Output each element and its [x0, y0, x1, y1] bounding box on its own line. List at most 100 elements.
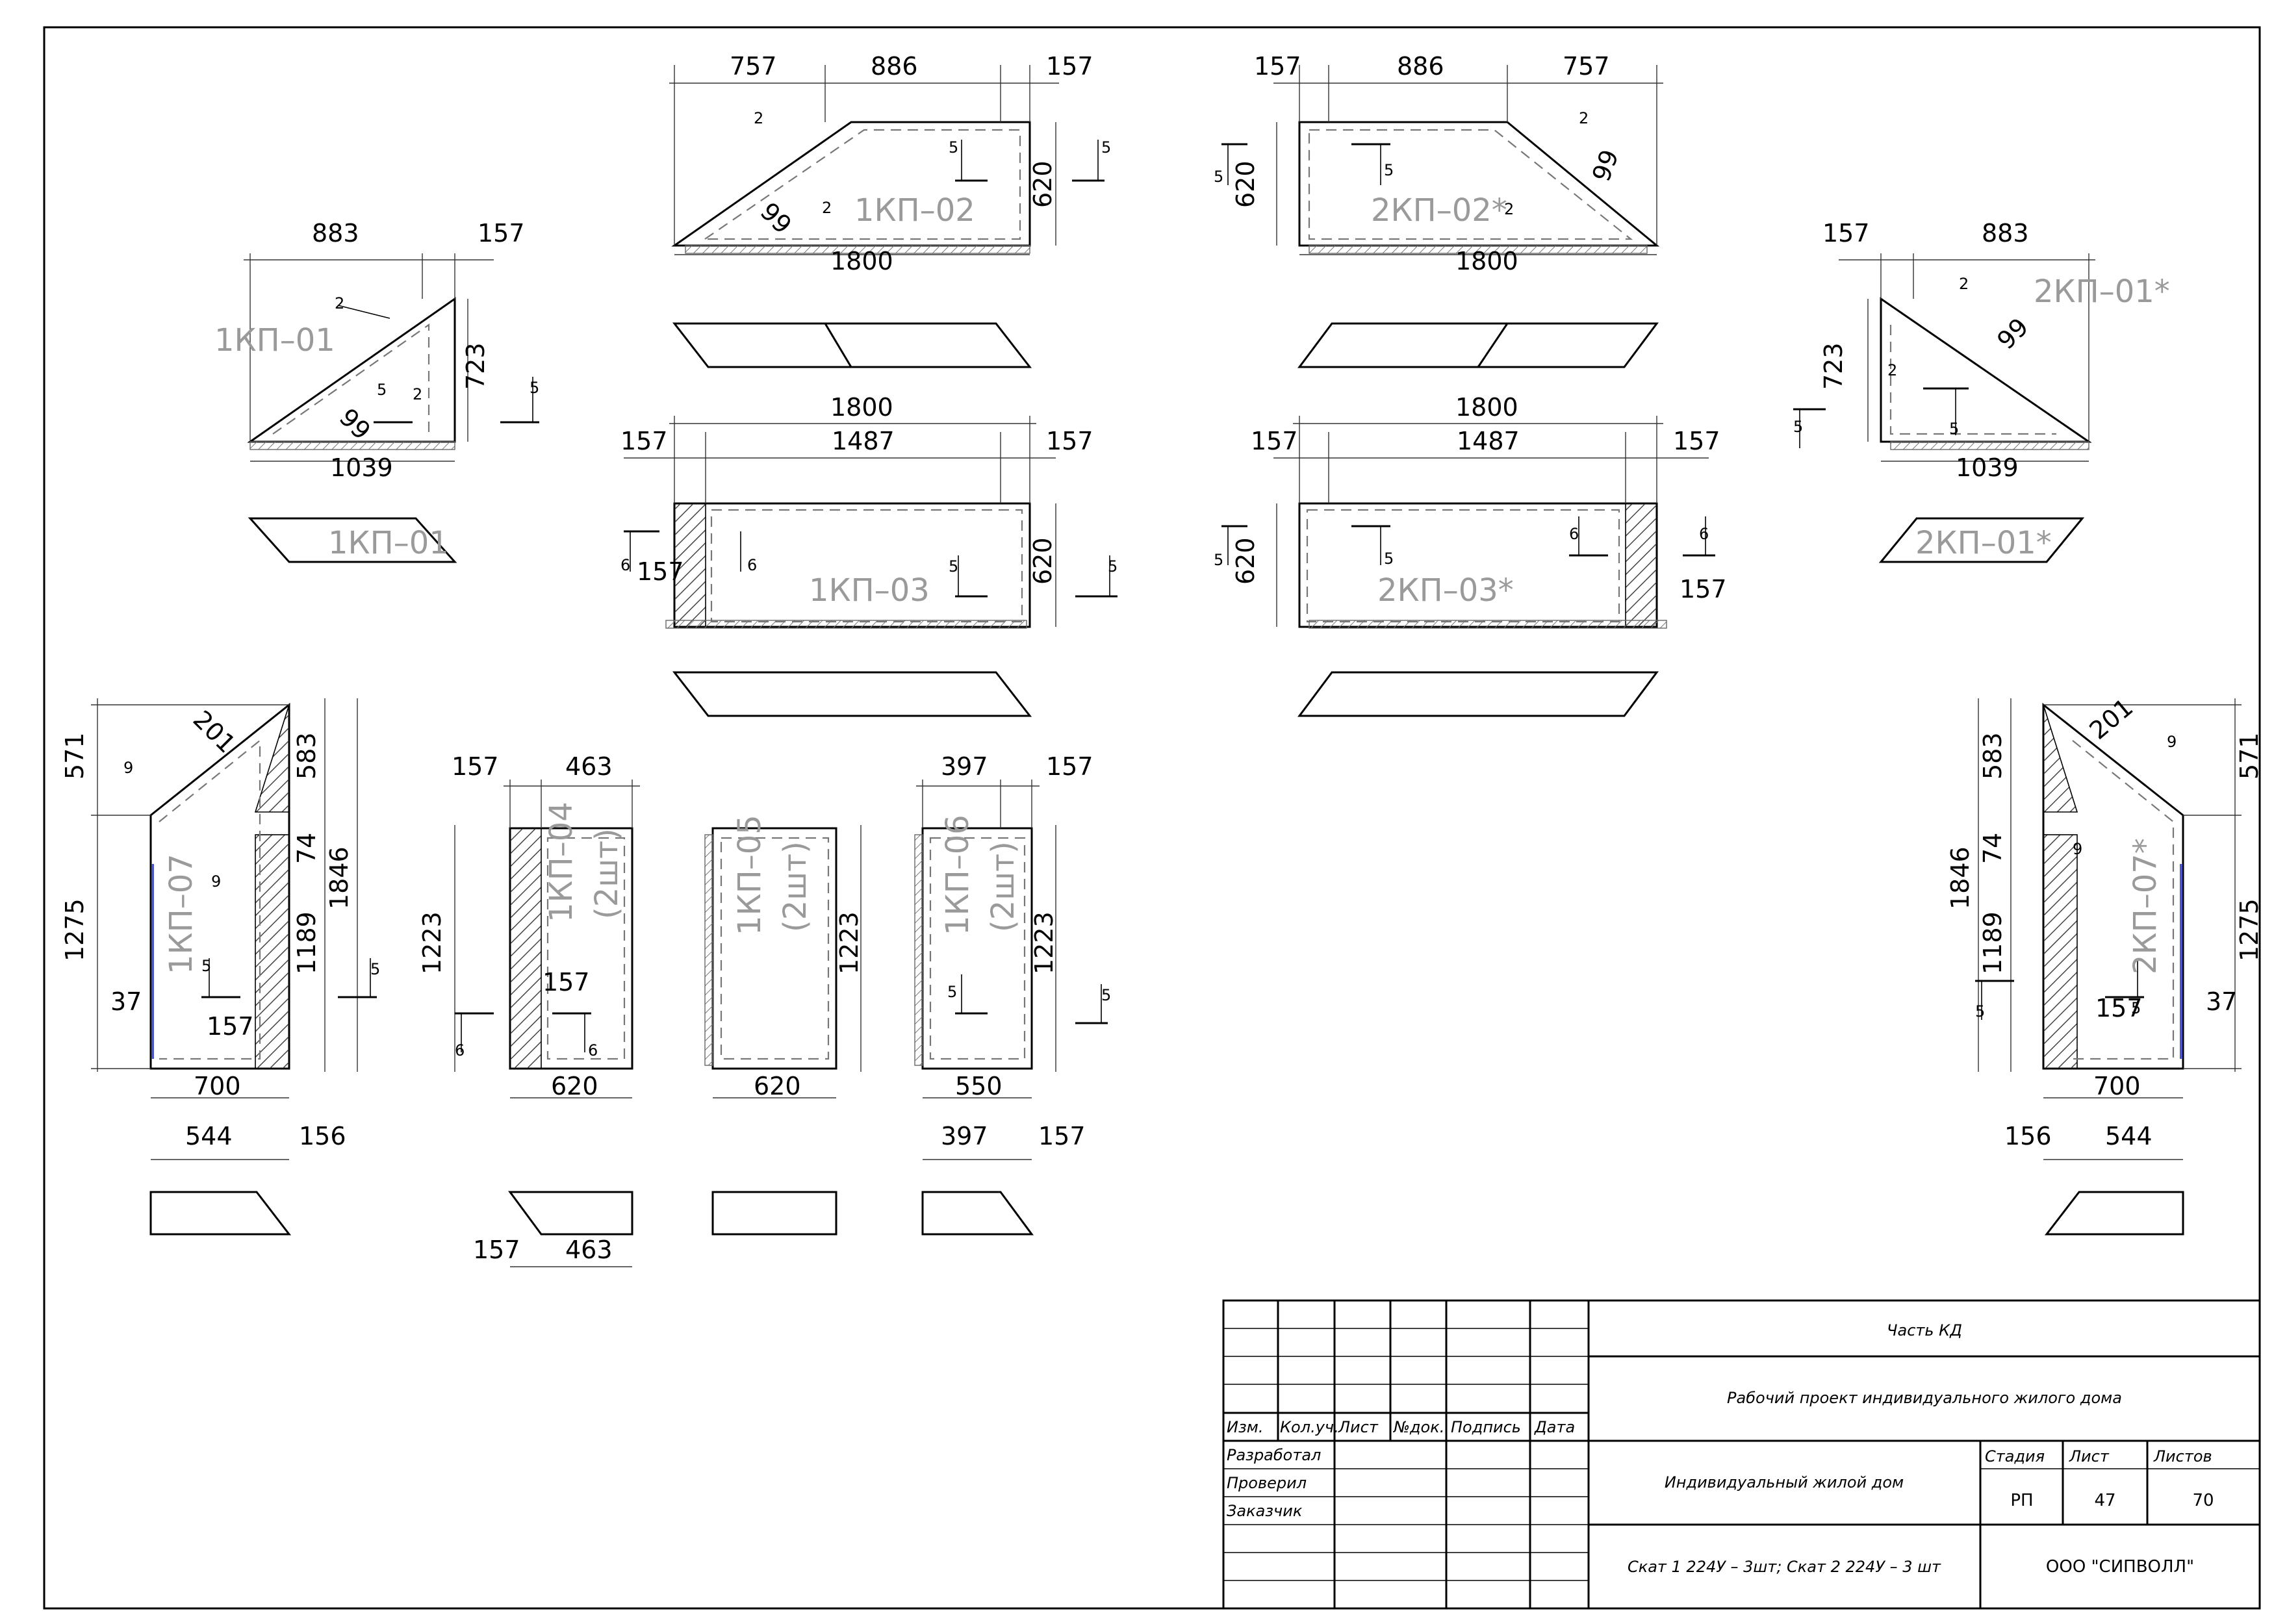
dim-757-b: 757 [730, 52, 777, 81]
dim-886-b: 886 [871, 52, 918, 81]
sec-6-i2: 6 [588, 1041, 598, 1059]
sec-5-b2: 5 [1101, 138, 1111, 157]
dim-74-g: 74 [292, 833, 321, 864]
dim-157-a: 157 [478, 219, 525, 247]
sec-6-e2: 6 [747, 556, 757, 574]
blank-1kp-05 [711, 1191, 837, 1236]
tb-object: Индивидуальный жилой дом [1665, 1473, 1904, 1491]
dim-156-h: 156 [299, 1122, 346, 1150]
dim-571-n: 571 [2235, 732, 2264, 780]
sec-2-c: 2 [1579, 109, 1589, 127]
dim-723-d: 723 [1819, 342, 1848, 390]
blank-2kp-02 [1297, 322, 1659, 368]
sec-2-a2: 2 [413, 385, 422, 403]
tb-project: Рабочий проект индивидуального жилого до… [1727, 1389, 2122, 1407]
dim-1039-a: 1039 [330, 453, 393, 482]
dim-1189-n: 1189 [1978, 911, 2007, 974]
dim-157-n: 157 [2095, 994, 2143, 1022]
dim-883-a: 883 [312, 219, 359, 247]
sec-9-n: 9 [2167, 733, 2177, 751]
sec-5-g: 5 [201, 957, 211, 975]
dim-583-g: 583 [292, 732, 321, 780]
dim-157-i: 157 [452, 752, 499, 781]
blank-1kp-03 [672, 671, 1032, 717]
dim-157-f3: 157 [1680, 575, 1727, 603]
sec-6-f: 6 [1569, 525, 1579, 543]
label-1kp-05: 1КП–05 [732, 815, 768, 935]
label-1kp-06-qty: (2шт) [985, 841, 1021, 932]
sec-5-c: 5 [1384, 161, 1394, 179]
sec-5-g2: 5 [370, 960, 380, 978]
tb-stage: РП [2010, 1491, 2033, 1510]
tb-proveril: Проверил [1227, 1474, 1307, 1492]
sec-2-d2: 2 [1887, 361, 1897, 379]
sec-5-e: 5 [949, 557, 958, 576]
tb-list: 47 [2094, 1491, 2115, 1510]
dim-1223-i: 1223 [418, 911, 446, 974]
label-2kp-03: 2КП–03* [1377, 572, 1514, 609]
panel-1kp-02: 1КП–02 757 886 157 1800 620 99 2 2 5 5 [669, 52, 1111, 275]
dim-157-m: 157 [1038, 1122, 1086, 1150]
blank-2kp-03 [1297, 671, 1659, 717]
label-1kp-06: 1КП–06 [939, 815, 976, 935]
dim-620-c: 620 [1231, 160, 1260, 208]
dim-1846-g: 1846 [325, 846, 353, 909]
tb-col-data: Дата [1534, 1418, 1575, 1436]
dim-620-f: 620 [1231, 537, 1260, 585]
sheet-frame [43, 26, 2261, 1610]
sec-5-d: 5 [1793, 418, 1803, 436]
sec-5-l: 5 [947, 983, 957, 1001]
sec-5-l2: 5 [1101, 986, 1111, 1004]
sec-9-g2: 9 [211, 872, 221, 891]
sec-6-f2: 6 [1699, 525, 1709, 543]
dim-550-l: 550 [955, 1072, 1003, 1100]
panel-1kp-05: 1КП–05 (2шт) 1223 620 [704, 815, 863, 1100]
sec-2-c2: 2 [1504, 200, 1514, 218]
sec-2-d: 2 [1959, 275, 1969, 293]
dim-37-n: 37 [2206, 987, 2237, 1016]
dim-157-g: 157 [207, 1012, 254, 1041]
dim-700-g: 700 [194, 1072, 241, 1100]
tb-col-podpis: Подпись [1451, 1418, 1521, 1436]
sec-5-b: 5 [949, 138, 958, 157]
label-2kp-01-blank: 2КП–01* [1915, 525, 2052, 561]
blank-2kp-01: 2КП–01* [1878, 517, 2085, 563]
dim-99-d: 99 [1991, 312, 2034, 355]
dim-883-d: 883 [1982, 219, 2029, 247]
sec-5-e2: 5 [1108, 557, 1118, 576]
dim-1039-d: 1039 [1956, 453, 2019, 482]
sec-5-n2: 5 [2131, 999, 2141, 1017]
label-2kp-01: 2КП–01* [2034, 273, 2170, 310]
sec-5-f: 5 [1384, 550, 1394, 568]
dim-37-g: 37 [110, 987, 142, 1016]
dim-157-i2: 157 [543, 968, 590, 996]
dim-1223-l: 1223 [1030, 911, 1058, 974]
dim-397-l: 397 [941, 752, 988, 781]
dim-463-j: 463 [565, 1236, 613, 1264]
tb-col-ndok: №док. [1392, 1418, 1444, 1436]
dim-544-o: 544 [2105, 1122, 2153, 1150]
dim-157-l: 157 [1046, 752, 1093, 781]
sec-5-f2: 5 [1214, 551, 1223, 569]
dim-74-n: 74 [1978, 833, 2007, 864]
label-1kp-04-qty: (2шт) [589, 828, 625, 919]
label-1kp-07: 1КП–07 [163, 854, 199, 974]
dim-99-a: 99 [334, 403, 376, 445]
dim-1800-b: 1800 [830, 247, 893, 275]
dim-201-n: 201 [2084, 693, 2139, 745]
dim-1846-n: 1846 [1946, 846, 1974, 909]
blank-1kp-07: 544 156 [149, 1122, 346, 1236]
blank-1kp-01: 1КП–01 [248, 517, 457, 563]
label-1kp-02: 1КП–02 [854, 192, 975, 229]
tb-razrabotal: Разработал [1227, 1446, 1321, 1464]
title-block: Изм. Кол.уч. Лист №док. Подпись Дата Раз… [1222, 1299, 2261, 1610]
dim-157-b: 157 [1046, 52, 1093, 81]
dim-1487-f: 1487 [1457, 427, 1520, 455]
panel-2kp-02: 2КП–02* 157 886 757 1800 620 99 2 2 5 5 [1214, 52, 1663, 275]
tb-col-list: Лист [1338, 1418, 1379, 1436]
dim-700-n: 700 [2093, 1072, 2141, 1100]
dim-157-j: 157 [473, 1236, 520, 1264]
label-2kp-02: 2КП–02* [1371, 192, 1507, 229]
tb-part: Часть КД [1887, 1321, 1962, 1339]
